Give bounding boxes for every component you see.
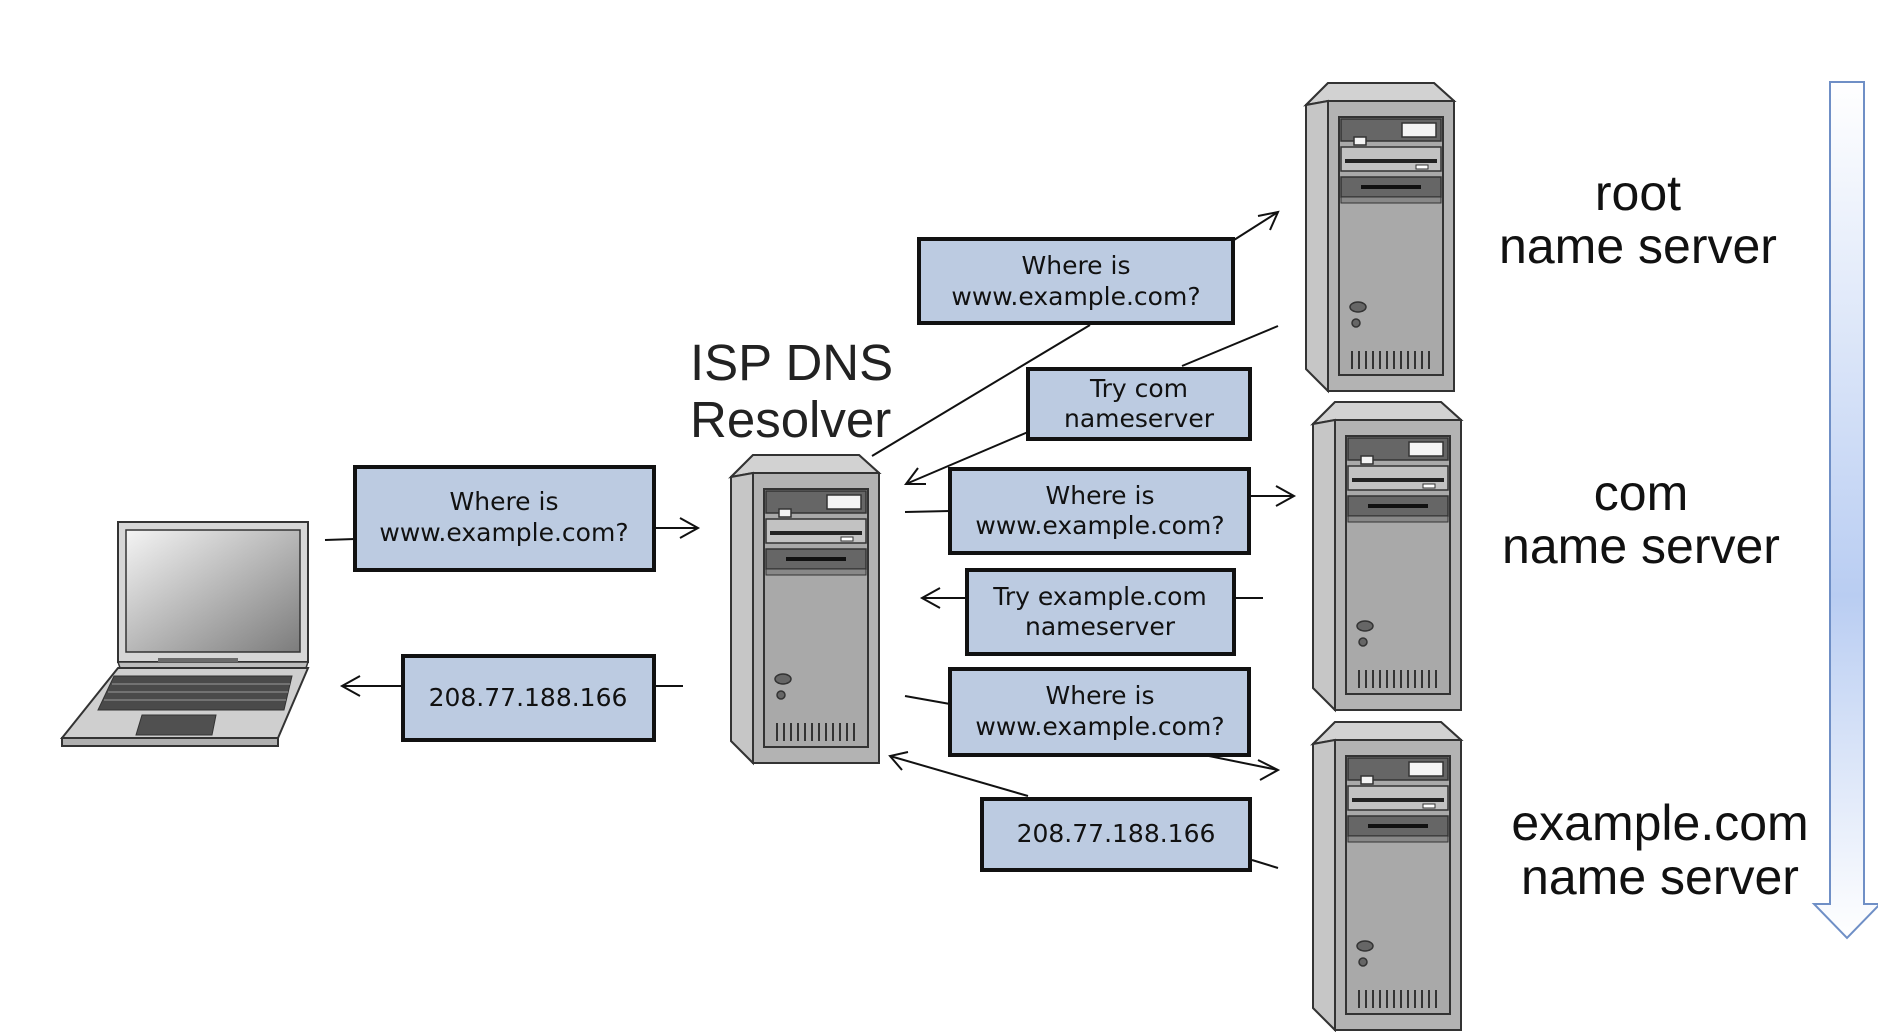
message-line: www.example.com? bbox=[379, 518, 628, 547]
laptop-icon bbox=[59, 521, 310, 747]
message-line: 208.77.188.166 bbox=[1017, 819, 1216, 848]
com-server-label: com name server bbox=[1502, 465, 1780, 574]
message-line: Where is bbox=[1046, 481, 1155, 510]
message-line: 208.77.188.166 bbox=[429, 683, 628, 712]
message-line: nameserver bbox=[1025, 612, 1176, 641]
label-line: ISP DNS bbox=[690, 334, 893, 391]
message-com-query: Where is www.example.com? bbox=[948, 467, 1251, 555]
server-tower-icon bbox=[1312, 721, 1462, 1031]
message-root-reply: Try com nameserver bbox=[1026, 367, 1252, 441]
message-line: Try example.com bbox=[992, 582, 1207, 611]
server-tower-icon bbox=[1312, 401, 1462, 711]
message-line: Where is bbox=[1046, 681, 1155, 710]
example-server-label: example.com name server bbox=[1511, 795, 1808, 905]
message-example-query: Where is www.example.com? bbox=[948, 667, 1251, 757]
label-line: com bbox=[1594, 465, 1688, 521]
root-server-label: root name server bbox=[1499, 165, 1777, 274]
label-line: Resolver bbox=[690, 391, 891, 448]
label-line: root bbox=[1595, 165, 1681, 221]
label-line: example.com bbox=[1511, 795, 1808, 851]
message-com-reply: Try example.com nameserver bbox=[965, 568, 1236, 656]
message-line: nameserver bbox=[1064, 404, 1215, 433]
message-example-answer: 208.77.188.166 bbox=[980, 797, 1252, 872]
server-tower-icon bbox=[730, 454, 880, 764]
message-client-answer: 208.77.188.166 bbox=[401, 654, 656, 742]
arrow-lines bbox=[324, 210, 1297, 869]
label-line: name server bbox=[1502, 518, 1780, 574]
message-line: Where is bbox=[450, 487, 559, 516]
message-client-query: Where is www.example.com? bbox=[353, 465, 656, 572]
label-line: name server bbox=[1521, 849, 1799, 905]
label-line: name server bbox=[1499, 218, 1777, 274]
resolver-label: ISP DNS Resolver bbox=[690, 334, 893, 448]
message-line: www.example.com? bbox=[975, 511, 1224, 540]
message-line: Where is bbox=[1022, 251, 1131, 280]
message-line: Try com bbox=[1089, 374, 1188, 403]
message-line: www.example.com? bbox=[975, 712, 1224, 741]
down-arrow-icon bbox=[1811, 81, 1878, 940]
message-line: www.example.com? bbox=[951, 282, 1200, 311]
message-root-query: Where is www.example.com? bbox=[917, 237, 1235, 325]
server-tower-icon bbox=[1305, 82, 1455, 392]
